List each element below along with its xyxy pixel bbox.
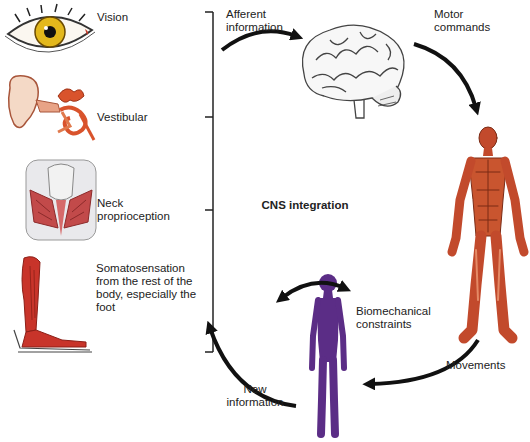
text-label: Vision [97,11,157,24]
text-label: New information [220,383,290,409]
bracket [205,12,213,352]
body-silhouette [312,274,344,434]
text-label: Biomechanical constraints [356,305,446,331]
text-label: Movements [446,359,516,372]
flow-arrows [210,31,478,406]
neck-illustration [26,160,96,240]
leg-illustration [14,257,92,352]
muscle-figure [452,127,524,338]
brain-illustration [302,25,404,118]
ear-illustration [9,76,94,140]
eye-illustration [5,4,95,52]
text-label: Motor commands [434,8,500,34]
text-label: Somatosensation from the rest of the bod… [96,262,204,314]
text-label: Vestibular [97,111,177,124]
text-label: Neck proprioception [97,197,192,223]
text-label: Afferent information [226,8,290,34]
text-label: CNS integration [250,199,360,212]
